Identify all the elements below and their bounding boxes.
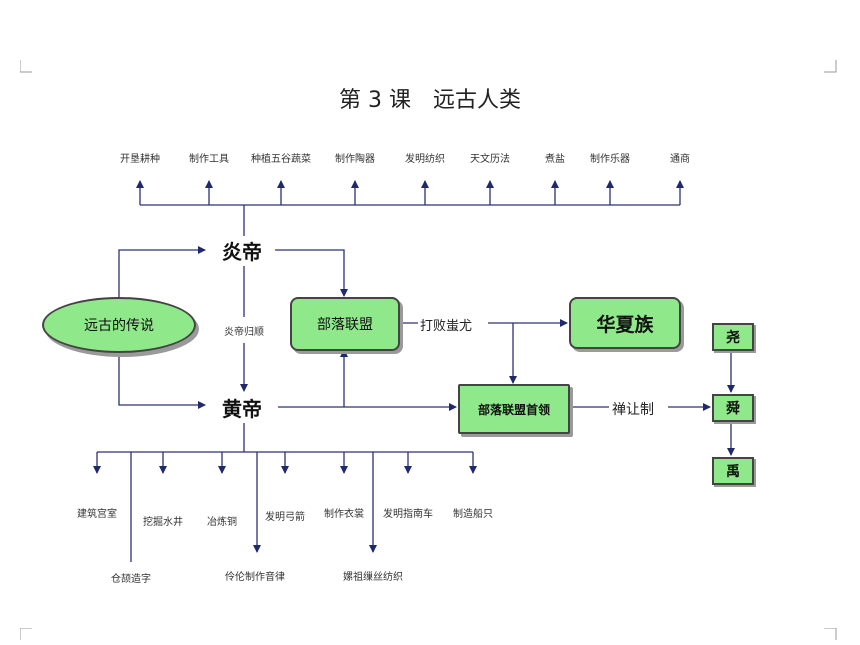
bottom-item-label: 挖掘水井 bbox=[143, 517, 183, 528]
bottom-item-label: 嫘祖缫丝纺织 bbox=[343, 572, 403, 583]
top-item-label: 发明纺织 bbox=[405, 154, 445, 165]
alliance-box: 部落联盟 bbox=[290, 297, 400, 351]
bottom-item-label: 制造船只 bbox=[453, 509, 493, 520]
bottom-item-label: 冶炼铜 bbox=[207, 517, 237, 528]
alliance-leader-box: 部落联盟首领 bbox=[458, 384, 570, 434]
yandi-submit-label: 炎帝归顺 bbox=[222, 323, 266, 338]
bottom-item-label: 制作衣裳 bbox=[324, 509, 364, 520]
abdication-system-label: 禅让制 bbox=[612, 402, 654, 418]
corner-mark-top-right bbox=[824, 60, 837, 73]
yandi-label: 炎帝 bbox=[222, 240, 262, 264]
defeat-chiyou-label: 打败蚩尤 bbox=[420, 319, 473, 334]
yu-box: 禹 bbox=[712, 457, 754, 485]
bottom-item-label: 建筑宫室 bbox=[77, 509, 117, 520]
huangdi-label: 黄帝 bbox=[222, 397, 262, 421]
bottom-item-label: 伶伦制作音律 bbox=[225, 572, 285, 583]
bottom-item-label: 发明弓箭 bbox=[265, 512, 305, 523]
yao-box: 尧 bbox=[712, 323, 754, 351]
huaxia-box: 华夏族 bbox=[569, 297, 681, 349]
top-item-label: 种植五谷蔬菜 bbox=[251, 154, 311, 165]
shun-box: 舜 bbox=[712, 394, 754, 422]
bottom-item-label: 发明指南车 bbox=[383, 509, 433, 520]
corner-mark-bottom-right bbox=[824, 628, 837, 640]
top-item-label: 通商 bbox=[670, 154, 690, 165]
top-item-label: 天文历法 bbox=[470, 154, 510, 165]
corner-mark-top-left bbox=[20, 60, 32, 73]
page-title: 第 3 课 远古人类 bbox=[339, 88, 521, 113]
legend-ellipse: 远古的传说 bbox=[42, 297, 196, 353]
top-item-label: 开垦耕种 bbox=[120, 154, 160, 165]
top-item-label: 制作乐器 bbox=[590, 154, 630, 165]
top-item-label: 煮盐 bbox=[545, 154, 565, 165]
top-item-label: 制作工具 bbox=[189, 154, 229, 165]
bottom-item-label: 仓颉造字 bbox=[111, 574, 151, 585]
top-item-label: 制作陶器 bbox=[335, 154, 375, 165]
